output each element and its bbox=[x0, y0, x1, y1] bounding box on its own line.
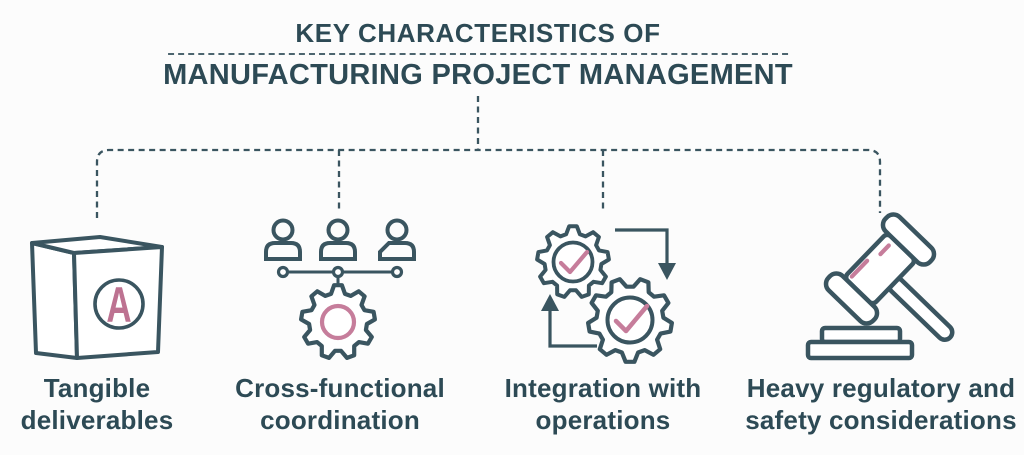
gavel-sound-block bbox=[805, 325, 915, 361]
cube-left-face bbox=[30, 241, 79, 360]
connector-bracket bbox=[95, 148, 882, 218]
cube-badge-letter: A bbox=[106, 278, 131, 334]
gear-center-ring bbox=[319, 303, 357, 341]
title-divider bbox=[168, 53, 788, 55]
coordination-gear bbox=[299, 283, 377, 360]
gear-bottom-right bbox=[586, 277, 674, 364]
item-label-line: coordination bbox=[260, 405, 420, 435]
item-label-regulatory-safety: Heavy regulatory and safety consideratio… bbox=[731, 372, 1024, 436]
gavel-head bbox=[823, 212, 955, 342]
gavel-accent-marks bbox=[849, 243, 891, 279]
item-label-line: Heavy regulatory and bbox=[746, 373, 1016, 403]
item-label-integration-with-operations: Integration with operations bbox=[453, 372, 753, 436]
checkmark bbox=[558, 249, 590, 275]
item-label-line: operations bbox=[535, 405, 671, 435]
checkmark bbox=[613, 303, 650, 334]
gears-cycle-icon bbox=[535, 224, 676, 364]
title-line-1: KEY CHARACTERISTICS OF bbox=[295, 18, 661, 48]
cube-badge-circle bbox=[93, 278, 145, 330]
item-label-cross-functional-coordination: Cross-functional coordination bbox=[190, 372, 490, 436]
gavel-icon bbox=[805, 212, 955, 361]
team-gear-icon bbox=[264, 218, 416, 360]
item-label-line: Integration with bbox=[504, 373, 702, 403]
item-label-line: Cross-functional bbox=[235, 373, 445, 403]
item-label-line: safety considerations bbox=[745, 405, 1017, 435]
team-members bbox=[264, 218, 416, 261]
box-a-icon: A bbox=[30, 235, 164, 360]
item-label-line: deliverables bbox=[20, 405, 174, 435]
item-label-tangible-deliverables: Tangible deliverables bbox=[0, 372, 247, 436]
gear-top-left bbox=[535, 224, 611, 299]
title: KEY CHARACTERISTICS OF MANUFACTURING PRO… bbox=[163, 18, 793, 92]
title-line-2: MANUFACTURING PROJECT MANAGEMENT bbox=[163, 59, 793, 91]
item-label-line: Tangible bbox=[43, 373, 151, 403]
cycle-arrows bbox=[541, 228, 676, 348]
cube-front-face bbox=[72, 245, 164, 360]
